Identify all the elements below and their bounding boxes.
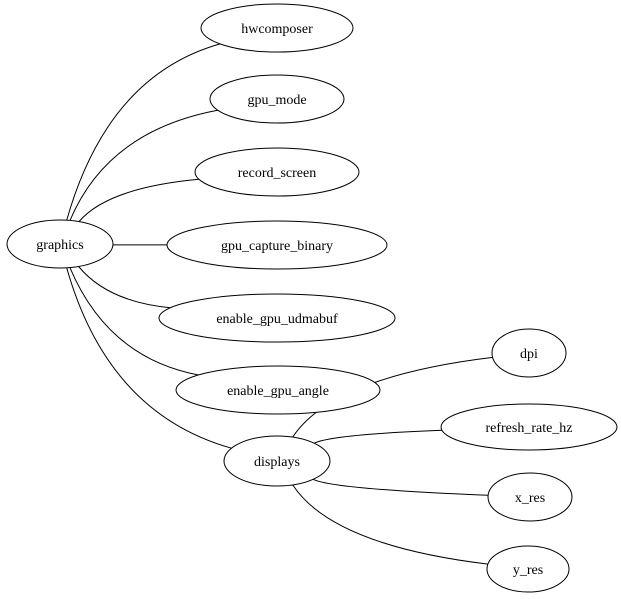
edge-graphics-enable_gpu_angle [69,267,199,376]
node-refresh_rate_hz: refresh_rate_hz [440,403,618,451]
edge-graphics-record_screen [78,178,199,222]
node-displays: displays [223,435,331,487]
node-record_screen: record_screen [194,147,360,197]
node-enable_gpu_udmabuf: enable_gpu_udmabuf [158,293,396,343]
node-graphics: graphics [6,219,114,269]
node-gpu_mode: gpu_mode [209,74,345,124]
node-label-displays: displays [254,455,300,470]
node-hwcomposer: hwcomposer [200,3,354,53]
node-ellipse-graphics [6,219,114,269]
node-enable_gpu_angle: enable_gpu_angle [175,365,381,415]
node-ellipse-gpu_capture_binary [166,220,388,270]
edge-displays-refresh_rate_hz [313,429,442,444]
node-ellipse-enable_gpu_udmabuf [158,293,396,343]
node-label-hwcomposer: hwcomposer [241,22,313,37]
node-ellipse-refresh_rate_hz [440,403,618,451]
node-label-graphics: graphics [36,238,83,253]
node-x_res: x_res [487,472,573,522]
node-y_res: y_res [486,545,570,593]
node-label-dpi: dpi [520,347,538,362]
node-label-x_res: x_res [515,491,545,506]
edge-graphics-enable_gpu_udmabuf [78,266,171,309]
node-label-enable_gpu_angle: enable_gpu_angle [227,384,329,399]
node-ellipse-enable_gpu_angle [175,365,381,415]
node-label-gpu_mode: gpu_mode [247,93,306,108]
edge-displays-x_res [312,478,489,496]
edge-graphics-hwcomposer [66,43,221,221]
node-label-y_res: y_res [513,563,543,578]
node-ellipse-record_screen [194,147,360,197]
node-ellipse-displays [223,435,331,487]
node-ellipse-dpi [491,328,567,378]
node-ellipse-x_res [487,472,573,522]
node-label-enable_gpu_udmabuf: enable_gpu_udmabuf [216,312,338,327]
edge-displays-y_res [292,484,488,565]
node-dpi: dpi [491,328,567,378]
node-label-gpu_capture_binary: gpu_capture_binary [221,239,333,254]
node-label-record_screen: record_screen [238,166,317,181]
edge-graphics-displays [66,267,232,449]
node-ellipse-y_res [486,545,570,593]
node-ellipse-hwcomposer [200,3,354,53]
node-ellipse-gpu_mode [209,74,345,124]
edge-graphics-gpu_mode [69,109,218,221]
node-label-refresh_rate_hz: refresh_rate_hz [485,421,572,436]
node-gpu_capture_binary: gpu_capture_binary [166,220,388,270]
